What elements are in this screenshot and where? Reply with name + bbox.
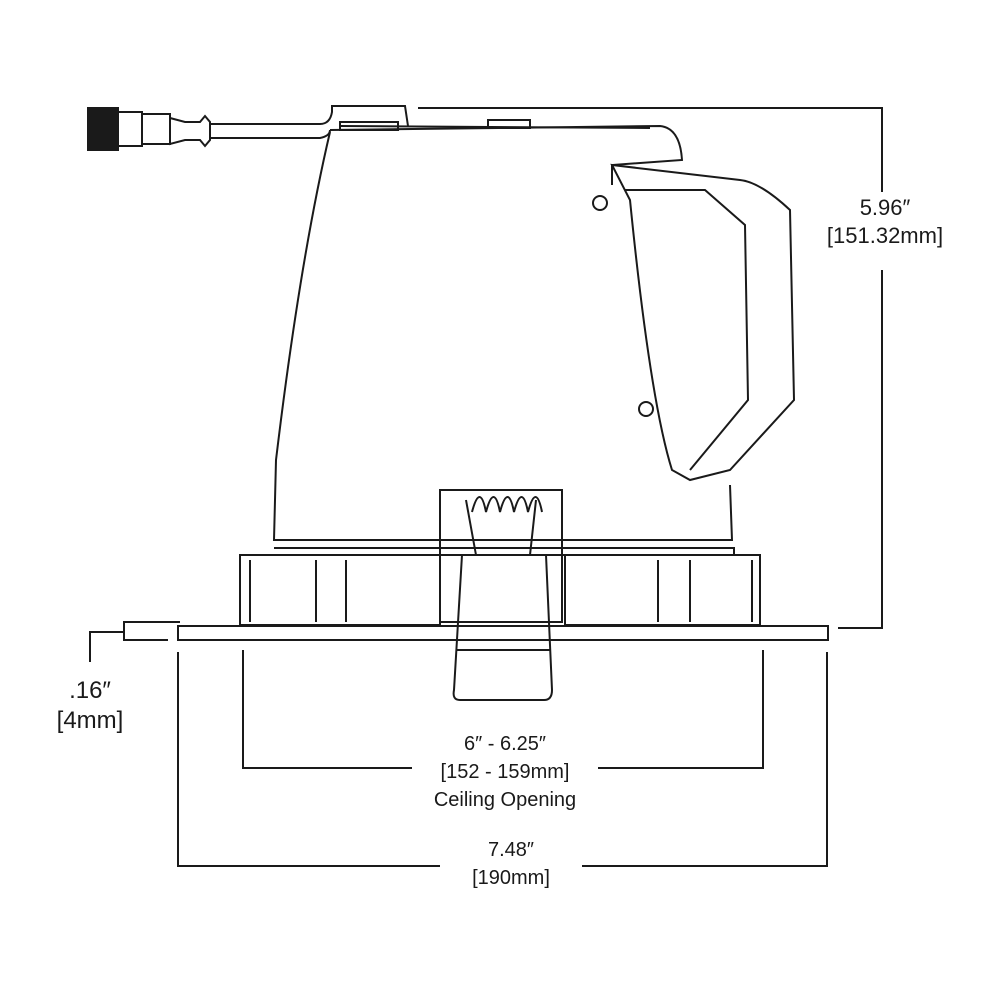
spring bbox=[465, 496, 543, 556]
height-metric: [151.32mm] bbox=[826, 223, 944, 248]
ceiling-opening-metric: [152 - 159mm] bbox=[440, 761, 570, 783]
trim-diameter-metric: [190mm] bbox=[472, 867, 550, 889]
trim-thickness-dimension-line bbox=[89, 621, 180, 662]
ceiling-opening-imperial: 6″ - 6.25″ bbox=[464, 733, 546, 755]
trim-thickness-imperial: .16″ bbox=[69, 677, 111, 704]
trim-diameter-imperial: 7.48″ bbox=[487, 839, 534, 861]
junction-box bbox=[610, 163, 796, 482]
cable bbox=[210, 105, 409, 139]
mounting-frame bbox=[239, 554, 761, 626]
ceiling-opening-caption: Ceiling Opening bbox=[433, 789, 577, 811]
ceiling-opening-dimension-line bbox=[242, 650, 764, 769]
height-dimension-line bbox=[418, 107, 883, 629]
clip-block bbox=[452, 554, 554, 701]
trim-thickness-metric: [4mm] bbox=[56, 707, 124, 734]
trim-flange bbox=[177, 625, 829, 641]
height-imperial: 5.96″ bbox=[859, 195, 911, 220]
connector-plug bbox=[87, 107, 211, 151]
trim-diameter-dimension-line bbox=[177, 652, 828, 867]
